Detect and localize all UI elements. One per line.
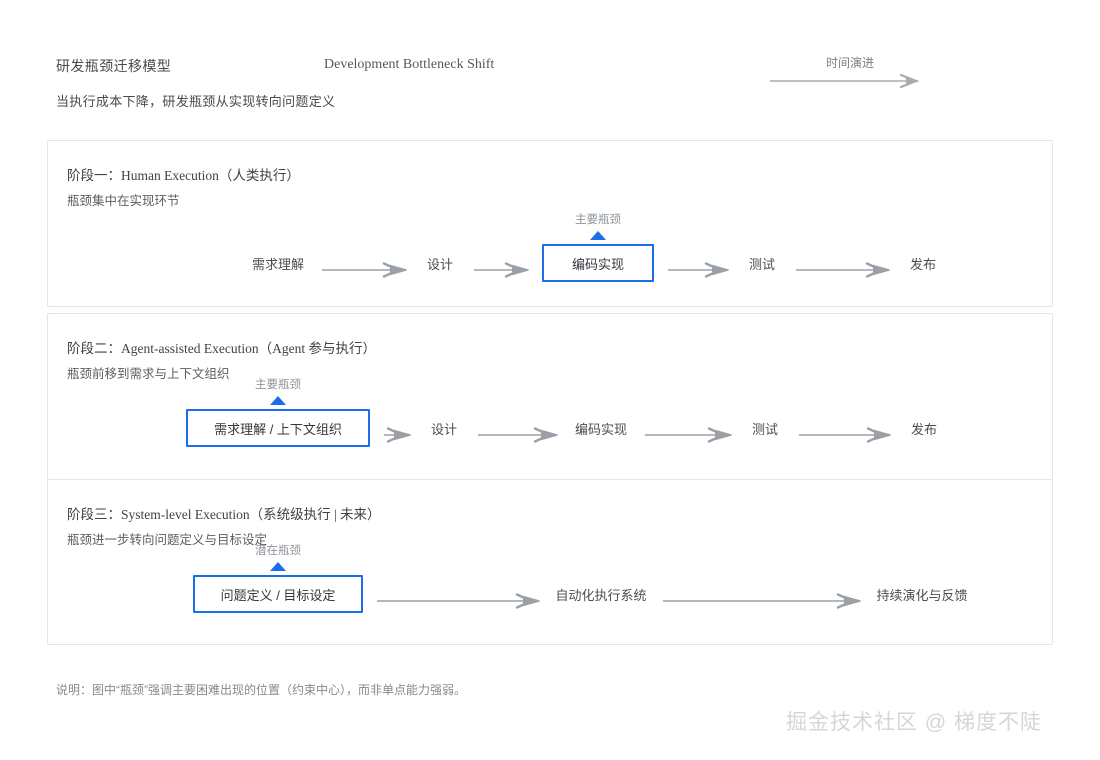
- bottleneck-marker-1: 主要瓶颈: [542, 211, 654, 245]
- flow-node-label: 编码实现: [574, 421, 627, 437]
- flow-arrow-0-1: [474, 262, 529, 278]
- time-axis: 时间演进: [770, 54, 930, 94]
- bottleneck-triangle-icon: [270, 396, 286, 405]
- stage-flow-2: 需求理解 / 上下文组织 主要瓶颈设计 编码实现 测试 发布: [48, 379, 1054, 458]
- time-arrow-icon: [770, 74, 919, 88]
- page-subtitle-cn: 当执行成本下降，研发瓶颈从实现转向问题定义: [56, 94, 336, 109]
- footer-note: 说明：图中“瓶颈”强调主要困难出现的位置（约束中心），而非单点能力强弱。: [56, 683, 466, 697]
- page-header: 研发瓶颈迁移模型 Development Bottleneck Shift 当执…: [0, 0, 1100, 130]
- bottleneck-marker-3: 潜在瓶颈: [193, 542, 363, 576]
- flow-node-1-2[interactable]: 设计: [420, 233, 460, 293]
- flow-arrow-0-3: [796, 262, 890, 278]
- stage-card-3: 阶段三：System-level Execution（系统级执行 | 未来） 瓶颈…: [47, 479, 1053, 645]
- stage-title-3: 阶段三：System-level Execution（系统级执行 | 未来）: [67, 507, 381, 522]
- stage-title-1: 阶段一：Human Execution（人类执行）: [67, 168, 300, 183]
- flow-node-label: 编码实现: [571, 256, 624, 272]
- bottleneck-marker-2: 主要瓶颈: [186, 376, 370, 410]
- flow-node-3-2[interactable]: 自动化执行系统: [553, 564, 649, 624]
- flow-node-1-3[interactable]: 编码实现: [542, 244, 654, 282]
- flow-arrow-2-1: [663, 593, 861, 609]
- flow-node-label: 自动化执行系统: [555, 587, 647, 603]
- bottleneck-label: 主要瓶颈: [255, 379, 301, 391]
- page-title-cn: 研发瓶颈迁移模型: [56, 58, 172, 74]
- flow-node-2-4[interactable]: 测试: [745, 398, 785, 458]
- watermark: 掘金技术社区 @ 梯度不陡: [786, 711, 1042, 734]
- bottleneck-label: 潜在瓶颈: [255, 545, 301, 557]
- flow-arrow-0-2: [668, 262, 729, 278]
- stage-card-1: 阶段一：Human Execution（人类执行） 瓶颈集中在实现环节需求理解 设计…: [47, 140, 1053, 307]
- bottleneck-label: 主要瓶颈: [575, 214, 621, 226]
- flow-node-3-3[interactable]: 持续演化与反馈: [874, 564, 970, 624]
- stage-title-2: 阶段二：Agent-assisted Execution（Agent 参与执行）: [67, 341, 376, 356]
- flow-node-label: 设计: [426, 256, 453, 272]
- stage-flow-3: 问题定义 / 目标设定 潜在瓶颈自动化执行系统 持续演化与反馈: [48, 545, 1054, 624]
- flow-arrow-1-3: [799, 427, 891, 443]
- flow-node-2-1[interactable]: 需求理解 / 上下文组织: [186, 409, 370, 447]
- flow-node-2-2[interactable]: 设计: [424, 398, 464, 458]
- stage-subtitle-3: 瓶颈进一步转向问题定义与目标设定: [67, 533, 268, 547]
- flow-node-3-1[interactable]: 问题定义 / 目标设定: [193, 575, 363, 613]
- flow-arrow-0-0: [322, 262, 407, 278]
- flow-node-label: 需求理解 / 上下文组织: [214, 421, 342, 437]
- stage-card-2: 阶段二：Agent-assisted Execution（Agent 参与执行）…: [47, 313, 1053, 480]
- flow-arrow-2-0: [377, 593, 540, 609]
- flow-node-2-5[interactable]: 发布: [904, 398, 944, 458]
- flow-arrow-1-0: [384, 427, 411, 443]
- stage-flow-1: 需求理解 设计 编码实现 主要瓶颈测试 发布: [48, 214, 1054, 293]
- flow-node-label: 需求理解: [251, 256, 304, 272]
- flow-node-1-4[interactable]: 测试: [742, 233, 782, 293]
- stage-subtitle-1: 瓶颈集中在实现环节: [67, 194, 180, 208]
- flow-node-label: 问题定义 / 目标设定: [220, 587, 336, 603]
- flow-node-label: 发布: [909, 256, 936, 272]
- stage-subtitle-2: 瓶颈前移到需求与上下文组织: [67, 367, 230, 381]
- flow-node-label: 发布: [910, 421, 937, 437]
- flow-node-1-5[interactable]: 发布: [903, 233, 943, 293]
- page-title-en: Development Bottleneck Shift: [324, 57, 495, 72]
- flow-arrow-1-1: [478, 427, 558, 443]
- flow-node-2-3[interactable]: 编码实现: [571, 398, 631, 458]
- time-axis-label: 时间演进: [825, 56, 874, 70]
- flow-node-label: 测试: [751, 421, 778, 437]
- flow-arrow-1-2: [645, 427, 732, 443]
- flow-node-label: 测试: [748, 256, 775, 272]
- bottleneck-triangle-icon: [270, 562, 286, 571]
- bottleneck-triangle-icon: [590, 231, 606, 240]
- flow-node-label: 持续演化与反馈: [876, 587, 968, 603]
- flow-node-1-1[interactable]: 需求理解: [248, 233, 308, 293]
- flow-node-label: 设计: [430, 421, 457, 437]
